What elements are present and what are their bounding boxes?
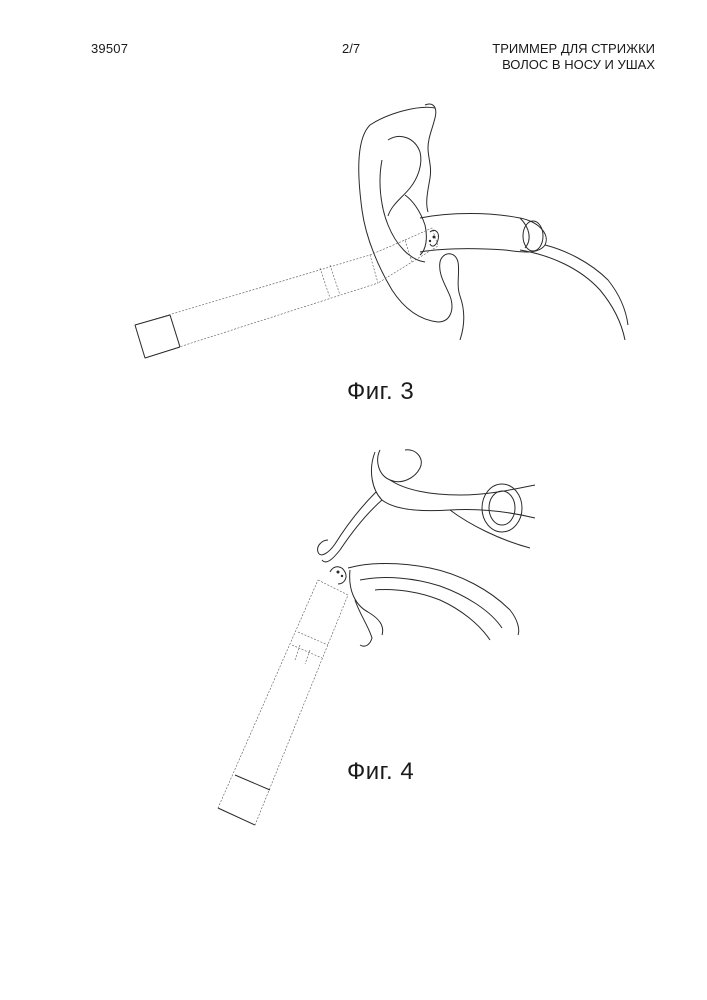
sheet-number: 2/7 xyxy=(342,41,360,56)
figure-4-caption: Фиг. 4 xyxy=(347,758,414,786)
figure-3-caption: Фиг. 3 xyxy=(347,378,414,406)
title-line-2: ВОЛОС В НОСУ И УШАХ xyxy=(492,57,655,73)
title-line-1: ТРИММЕР ДЛЯ СТРИЖКИ xyxy=(492,41,655,57)
document-title: ТРИММЕР ДЛЯ СТРИЖКИ ВОЛОС В НОСУ И УШАХ xyxy=(492,41,655,73)
patent-number: 39507 xyxy=(91,41,128,56)
figure-3-ear-drawing xyxy=(120,100,640,380)
